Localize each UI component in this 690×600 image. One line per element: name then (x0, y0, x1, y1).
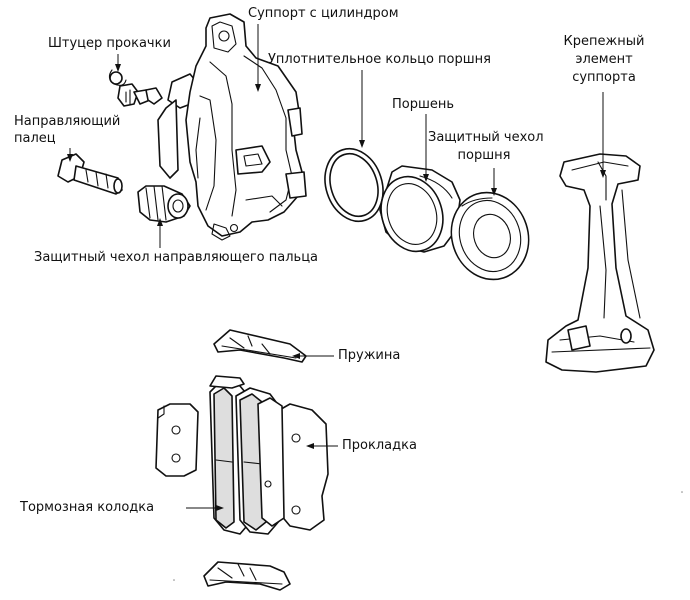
label-piston-boot-line2: поршня (457, 148, 511, 163)
spring-clip-bottom (203, 561, 291, 591)
pad-top-clip (209, 375, 245, 389)
label-bracket-line3: суппорта (572, 70, 636, 85)
label-piston-seal: Уплотнительное кольцо поршня (268, 52, 491, 67)
caliper-body (157, 13, 307, 241)
scan-dot (173, 579, 175, 581)
label-piston-boot-line1: Защитный чехол (428, 130, 544, 145)
leader-lines (67, 24, 606, 511)
bleeder-screw (108, 69, 163, 107)
piston-seal (324, 147, 384, 223)
label-guide-pin-line1: Направляющий (14, 114, 121, 129)
label-bracket-line1: Крепежный (563, 34, 645, 49)
guide-pin (57, 153, 123, 195)
label-caliper: Суппорт с цилиндром (248, 6, 399, 21)
shim-right (257, 397, 329, 531)
label-piston: Поршень (392, 97, 455, 112)
caliper-bracket (545, 153, 655, 373)
guide-pin-boot (137, 185, 191, 223)
piston-boot (450, 191, 530, 281)
scan-dot (681, 491, 683, 493)
label-bleeder: Штуцер прокачки (48, 36, 171, 51)
shim-left (155, 403, 199, 477)
label-shim: Прокладка (342, 438, 417, 453)
label-guide-pin-boot: Защитный чехол направляющего пальца (34, 250, 319, 265)
spring-clip (213, 329, 307, 363)
label-spring: Пружина (338, 348, 401, 363)
piston (379, 165, 461, 253)
label-bracket-line2: элемент (575, 52, 633, 67)
label-brake-pad: Тормозная колодка (20, 500, 155, 515)
label-guide-pin-line2: палец (14, 131, 56, 146)
